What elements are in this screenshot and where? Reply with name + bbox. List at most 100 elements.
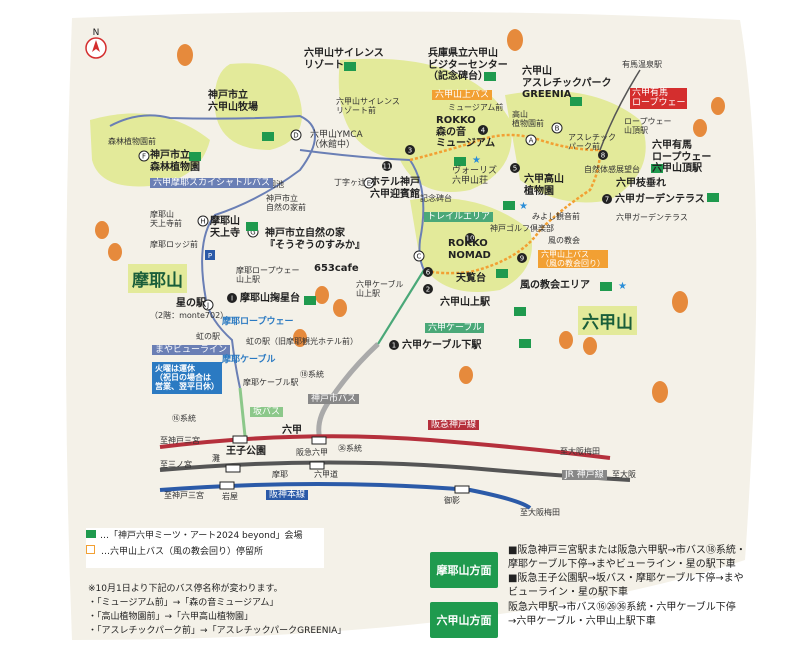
svg-text:D: D <box>293 132 298 140</box>
art-venue-icon <box>600 282 612 291</box>
spot-label-golf: 神戸ゴルフ倶楽部 <box>490 224 554 233</box>
spot-label-saka-bus: 坂バス <box>250 407 284 418</box>
spot-label-garden-terrace-small: 六甲ガーデンテラス <box>616 213 688 222</box>
svg-text:11: 11 <box>383 163 392 171</box>
iwaya-station-marker <box>219 481 235 490</box>
art-venue-icon <box>707 193 719 202</box>
tree-icon <box>507 29 523 51</box>
spot-label-niji-eki: 虹の駅 <box>196 332 220 341</box>
spot-label-rokkomichi: 六甲道 <box>314 470 338 479</box>
spot-label-athletic-mae: アスレチック パーク前 <box>568 133 616 152</box>
svg-text:2: 2 <box>426 286 430 294</box>
tree-icon <box>583 337 597 355</box>
spot-label-ropeway-label: 六甲有馬 ロープウェー <box>630 88 688 109</box>
art-venue-icon <box>454 157 466 166</box>
compass-needle-icon <box>92 40 100 52</box>
art-venue-icon <box>262 132 274 141</box>
svg-text:A: A <box>529 137 534 145</box>
stop-marker-5: 5 <box>510 163 520 173</box>
stop-marker-F: F <box>138 150 150 162</box>
spot-label-ymca: 六甲山YMCA （休館中） <box>310 130 363 151</box>
stop-marker-9: 9 <box>517 253 527 263</box>
spot-label-maya-lodge: 摩耶ロッジ前 <box>150 240 198 249</box>
rokko-direction-desc: 阪急六甲駅→市バス⑯㉖㊱系統・六甲ケーブル下停 →六甲ケーブル・六甲山上駅下車 <box>508 602 736 627</box>
svg-text:8: 8 <box>601 152 605 160</box>
spot-label-hankyu-kobe: 阪急神戸線 <box>428 420 480 431</box>
spot-label-hoshi-eki: 星の駅 <box>176 298 206 309</box>
spot-label-mikage: 御影 <box>444 496 460 505</box>
art-venue-icon <box>304 296 316 305</box>
legend-bus-stop: …六甲山上バス（風の教会回り）停留所 <box>86 544 324 560</box>
rokko-direction-button[interactable]: 六甲山方面 <box>430 602 498 638</box>
stop-marker-E: E <box>363 177 375 189</box>
svg-text:E: E <box>367 180 371 188</box>
spot-label-maya-view-line: まやビューライン <box>152 345 231 356</box>
svg-text:5: 5 <box>513 165 517 173</box>
spot-label-garden-terrace: 六甲ガーデンテラス <box>615 194 705 205</box>
spot-label-bokujo: 神戸市立 六甲山牧場 <box>208 90 258 113</box>
spot-label-kaze-mae: 風の教会 <box>548 236 580 245</box>
shinrin-green-area <box>90 113 210 187</box>
station-markers <box>219 435 470 494</box>
svg-text:C: C <box>417 253 422 261</box>
svg-text:H: H <box>200 218 205 226</box>
art-venue-icon <box>503 201 515 210</box>
spot-label-kinenhi: 記念碑台 <box>420 194 452 203</box>
tree-icon <box>652 381 668 403</box>
stop-marker-10: 10 <box>465 233 475 243</box>
svg-text:10: 10 <box>466 235 475 243</box>
art-venue-icon <box>246 222 258 231</box>
spot-label-maya-cable-shita: 摩耶ケーブル駅 <box>243 378 299 387</box>
spot-label-shisaki-kobe-sannomiya-2: 至神戸三宮 <box>164 491 204 500</box>
tree-icon <box>177 44 193 66</box>
spot-label-rokko-nomad: ROKKO NOMAD <box>448 238 491 261</box>
spot-label-shinrin-mae: 森林植物園前 <box>108 137 156 146</box>
star-icon: ★ <box>618 281 627 292</box>
spot-label-ropeway-sancho: ロープウェー 山頂駅 <box>624 117 672 136</box>
stop-marker-7: 7 <box>602 194 612 204</box>
stop-markers: 1 2 3 4 5 6 7 8 9 10 11 A B C D E F G H … <box>138 122 612 350</box>
spot-label-shiyakaze: 六甲摩耶スカイシャトルバス <box>150 178 274 189</box>
spot-label-kikuseidai: 摩耶山掬星台 <box>240 293 300 304</box>
compass-label: N <box>93 28 100 38</box>
spot-label-shisaki-sannomiya: 至三ノ宮 <box>160 460 192 469</box>
tree-icon <box>672 291 688 313</box>
stop-marker-A: A <box>525 134 537 146</box>
rokko-green-area <box>505 90 646 203</box>
spot-label-kobe-bus: 神戸市バス <box>308 394 360 405</box>
maya-direction-desc: ■阪急神戸三宮駅または阪急六甲駅→市バス⑱系統・ 摩耶ケーブル下停→まやビューラ… <box>508 545 746 598</box>
spot-label-hotel: ホテル神戸 六甲迎賓館 <box>370 177 420 200</box>
maya-area-label: 摩耶山 <box>128 264 187 293</box>
spot-label-cable-shita: 六甲ケーブル下駅 <box>402 340 482 351</box>
legend-bus-stop-text: …六甲山上バス（風の教会回り）停留所 <box>101 547 264 557</box>
legend-art-venue: …「神戸六甲ミーツ・アート2024 beyond」会場 <box>86 528 324 544</box>
stop-marker-I: I <box>227 293 237 303</box>
parking-marker: P <box>205 250 215 260</box>
stop-marker-11: 11 <box>382 161 392 171</box>
svg-text:1: 1 <box>392 342 396 350</box>
art-venue-icon <box>651 164 663 173</box>
spot-label-maya: 摩耶 <box>272 470 288 479</box>
spot-label-greenia: 六甲山 アスレチックパーク GREENIA <box>522 66 612 100</box>
maya-direction-button[interactable]: 摩耶山方面 <box>430 552 498 588</box>
art-venue-icon <box>514 307 526 316</box>
rokkomichi-station-marker <box>309 461 325 470</box>
spot-label-silence-mae: 六甲山サイレンス リゾート前 <box>336 97 400 116</box>
svg-text:9: 9 <box>520 255 524 263</box>
stop-marker-6: 6 <box>423 267 433 277</box>
spot-label-maya-ropeway: 摩耶ロープウェー <box>222 317 294 327</box>
stop-marker-J: J <box>202 299 214 311</box>
spot-label-cafe653: 653cafe <box>314 263 359 274</box>
spot-label-koko-shokubutsu: 六甲高山 植物園 <box>524 174 564 197</box>
spot-label-shizen-mae: 神戸市立 自然の家前 <box>266 194 306 213</box>
nada-station-marker <box>225 464 241 473</box>
spot-label-shizen-house: 神戸市立自然の家 『そうぞうのすみか』 <box>265 228 365 251</box>
spot-label-cable-label: 六甲ケーブル <box>425 323 485 334</box>
spot-label-koko-mae: 高山 植物園前 <box>512 110 544 129</box>
spot-label-iwaya: 岩屋 <box>222 492 238 501</box>
spot-label-maya-ropeway-sanjo: 摩耶ロープウェー 山上駅 <box>236 266 300 285</box>
tree-icon <box>693 119 707 137</box>
art-venue-icon <box>86 530 96 538</box>
hankyu-rokko-station-marker <box>311 436 327 445</box>
